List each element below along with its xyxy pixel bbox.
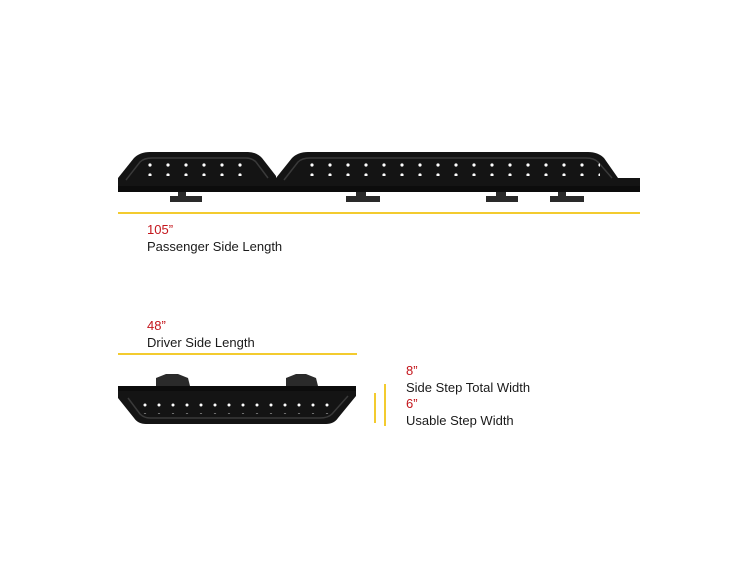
passenger-length-value: 105” [147, 222, 174, 237]
usable-width-rule [374, 393, 376, 423]
driver-length-value: 48” [147, 318, 166, 333]
driver-length-rule [118, 353, 357, 355]
total-width-value: 8” [406, 363, 418, 378]
total-width-label: Side Step Total Width [406, 380, 531, 395]
driver-length-label: Driver Side Length [147, 335, 255, 350]
usable-width-label: Usable Step Width [406, 413, 514, 428]
total-width-rule [384, 384, 386, 426]
passenger-length-label: Passenger Side Length [147, 239, 283, 254]
passenger-length-rule [118, 212, 640, 214]
usable-width-value: 6” [406, 396, 418, 411]
